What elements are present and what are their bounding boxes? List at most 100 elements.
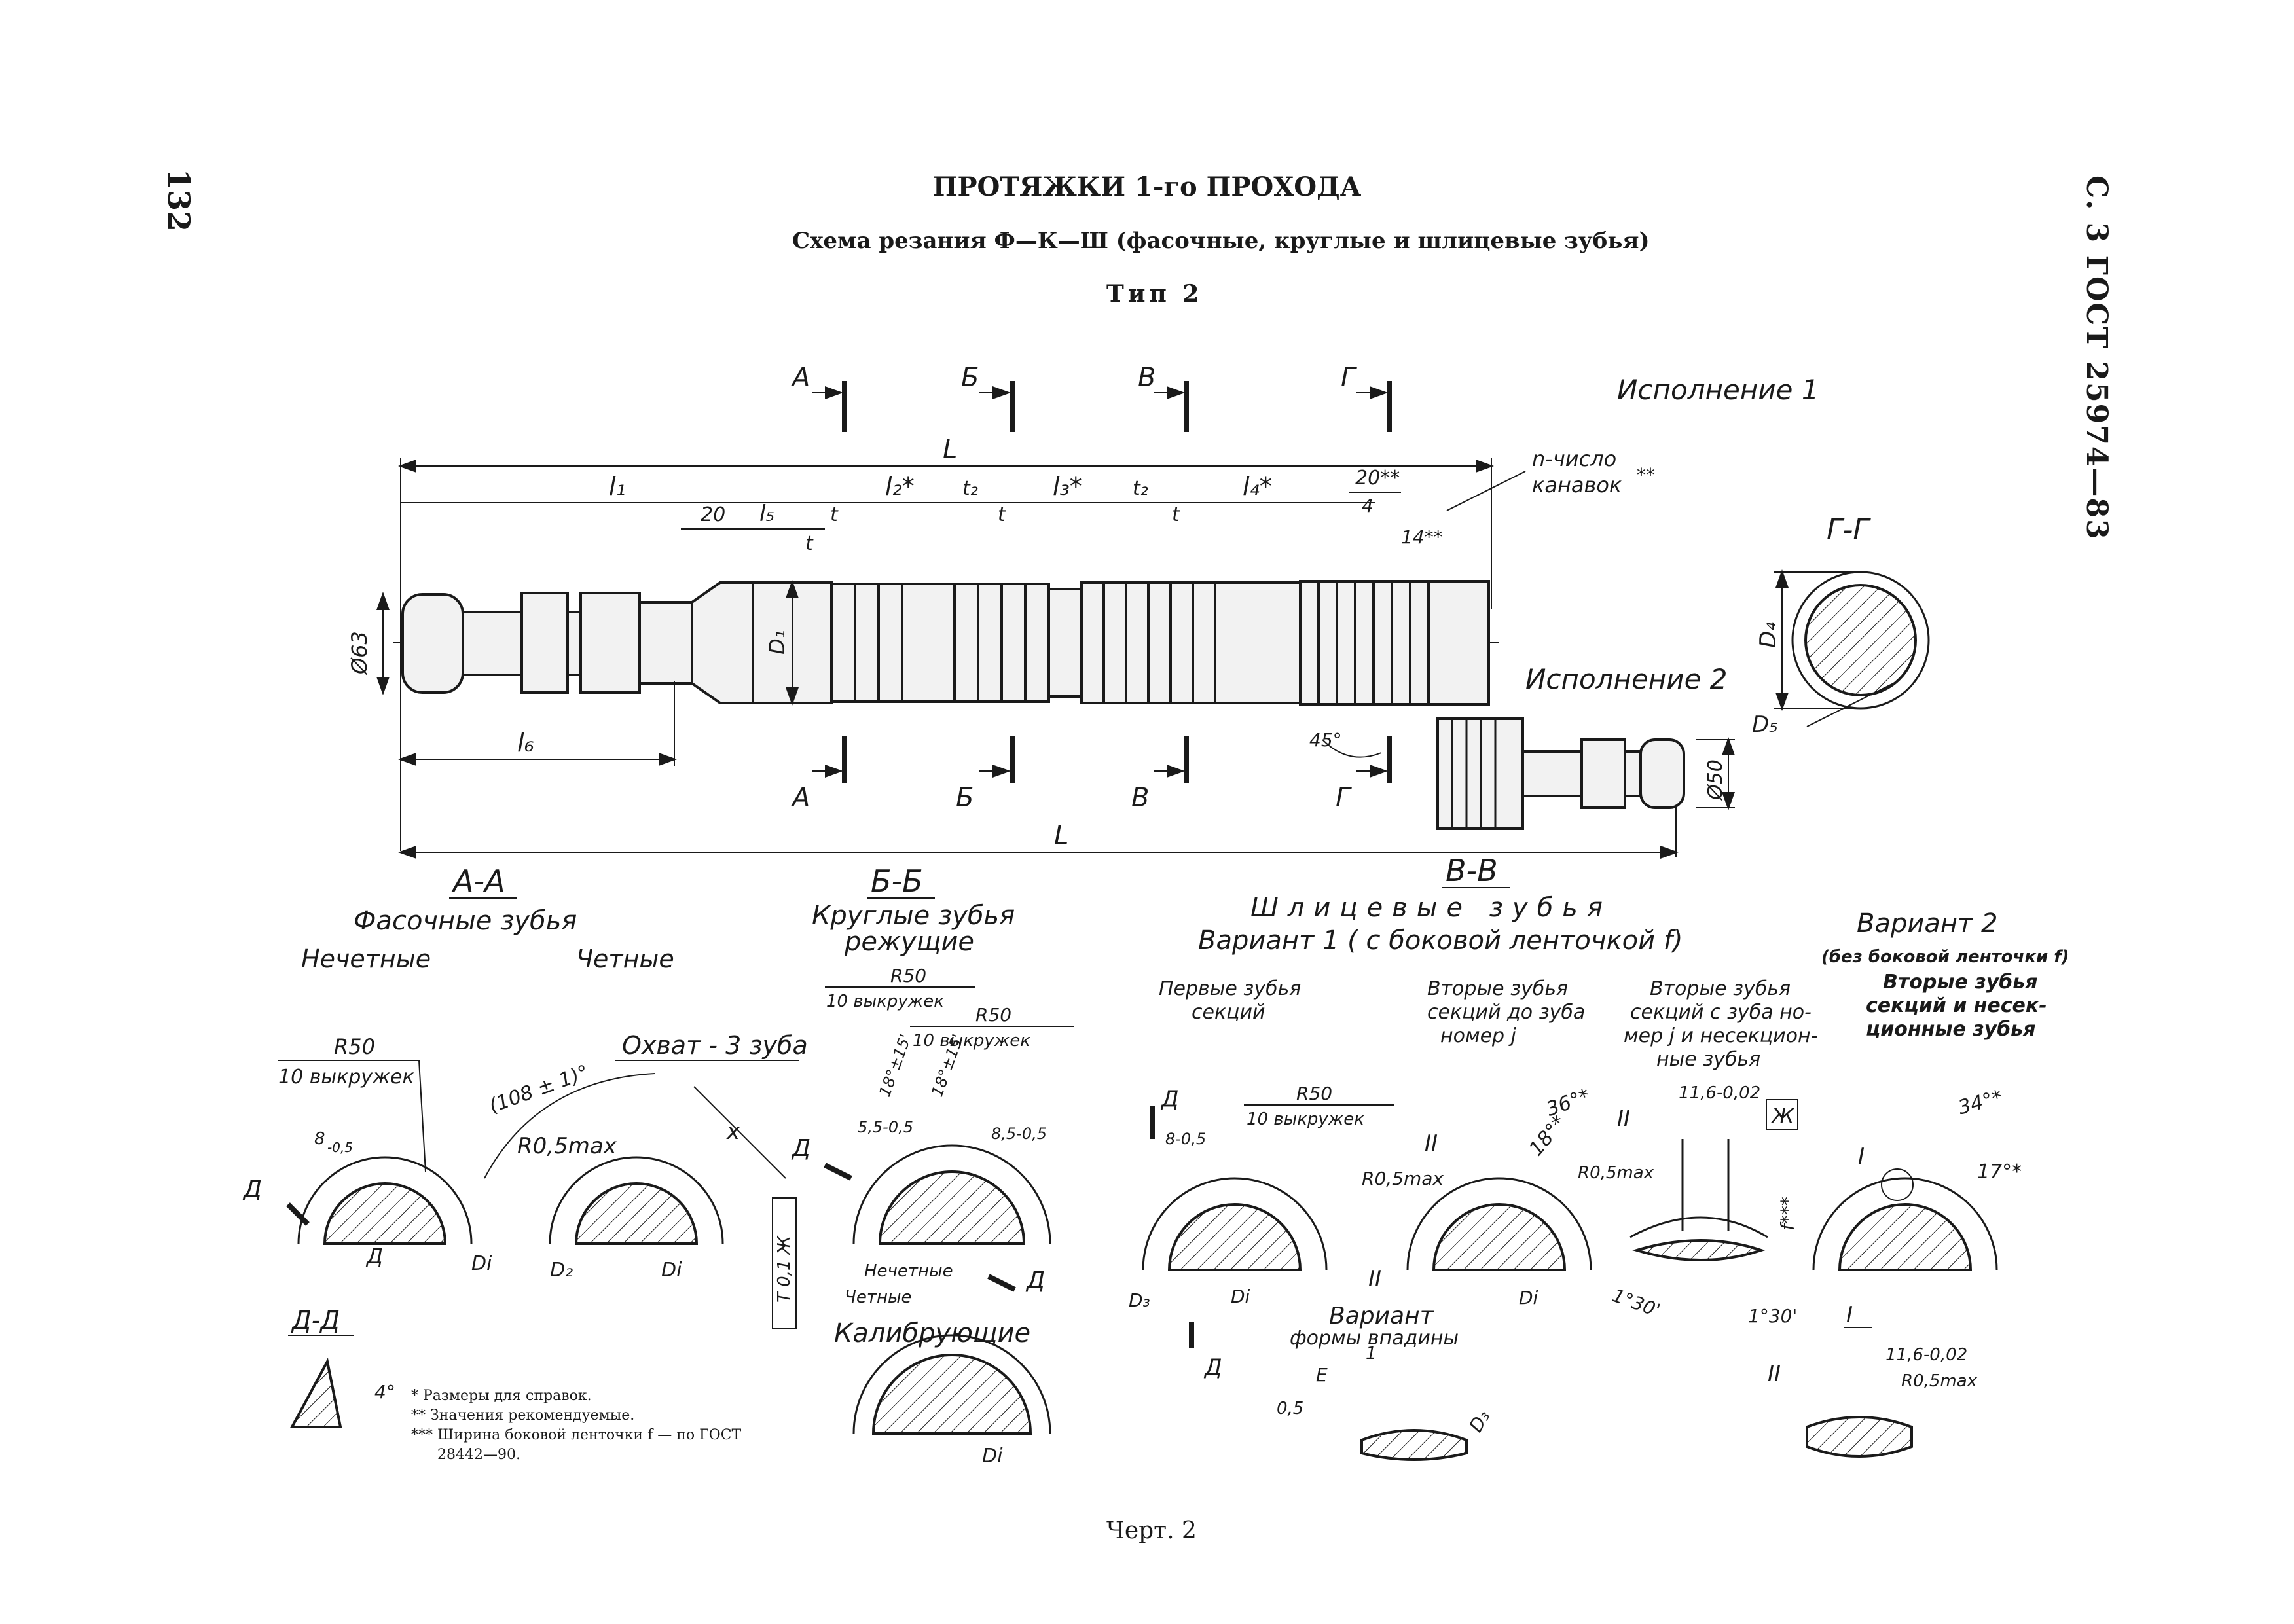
vv-col2-line1: Вторые зубья bbox=[1427, 977, 1568, 1000]
dim-45: 45° bbox=[1309, 729, 1342, 751]
vv-angle18: 18°* bbox=[1525, 1111, 1571, 1161]
dim-14: 14** bbox=[1401, 526, 1443, 548]
bb-even: Четные bbox=[845, 1288, 912, 1307]
aa-tolerance: Т 0,1 Ж bbox=[774, 1235, 794, 1303]
vv-dim05: 0,5 bbox=[1277, 1399, 1303, 1418]
grooves-note-star: ** bbox=[1637, 464, 1655, 486]
vv-D-bottom: Д bbox=[1203, 1354, 1222, 1380]
bb-angle-1: 18°±15' bbox=[875, 1032, 915, 1099]
shank-body bbox=[579, 592, 641, 694]
aa-r50-bottom: 10 выкружек bbox=[278, 1066, 414, 1089]
vv-dim116-b: 11,6-0,02 bbox=[1885, 1345, 1967, 1365]
section-AA-subtitle: Фасочные зубья bbox=[354, 906, 577, 936]
dd-profile bbox=[289, 1358, 342, 1428]
aa-r05: R0,5max bbox=[517, 1133, 617, 1159]
vv-II-a: II bbox=[1425, 1130, 1438, 1157]
vv-I-b: I bbox=[1846, 1302, 1853, 1328]
section-BB-label: Б-Б bbox=[871, 863, 923, 899]
vv-angle130-a: 1°30' bbox=[1609, 1284, 1663, 1322]
vv-dim-8: 8-0,5 bbox=[1165, 1130, 1206, 1148]
section-BB-subtitle-2: режущие bbox=[844, 927, 974, 957]
vv-col1-line1: Первые зубья bbox=[1159, 977, 1301, 1000]
vv-form-2: формы впадины bbox=[1290, 1327, 1459, 1350]
aa-cover: Охват - 3 зуба bbox=[622, 1031, 808, 1060]
odd-core bbox=[323, 1182, 447, 1245]
angle-45-arc bbox=[1322, 739, 1382, 758]
bb-r50b-bottom: 10 выкружек bbox=[913, 1031, 1030, 1051]
execution-2-view: Ø50 bbox=[1436, 717, 1735, 830]
dd-label: Д-Д bbox=[291, 1306, 340, 1335]
dim-50: Ø50 bbox=[1704, 759, 1727, 801]
dim-D1: D₁ bbox=[765, 630, 790, 655]
vv-I-a: I bbox=[1858, 1144, 1865, 1170]
bb-D-mark-2: Д bbox=[1025, 1267, 1045, 1294]
vv-detail-I-profile bbox=[1806, 1416, 1913, 1458]
round-teeth bbox=[1080, 581, 1302, 704]
odd-outer bbox=[297, 1156, 473, 1244]
grooves-note-line2: канавок bbox=[1532, 473, 1622, 497]
dim-l3: l₃* bbox=[1053, 472, 1082, 501]
vv-col3-line4: ные зубья bbox=[1656, 1048, 1760, 1071]
vv-angle130-b: 1°30' bbox=[1748, 1305, 1797, 1327]
aa-angle: (108 ± 1)° bbox=[486, 1061, 592, 1118]
vv-col4-line1: Вторые зубья bbox=[1883, 971, 2037, 994]
vv-second-core bbox=[1432, 1203, 1567, 1271]
section-VV-variant1: Вариант 1 ( с боковой ленточкой f) bbox=[1198, 926, 1683, 956]
shank-collar bbox=[520, 592, 569, 694]
vv-v2-outer bbox=[1812, 1177, 1998, 1271]
section-BB: Б-Б Круглые зубья режущие R50 10 выкруже… bbox=[791, 863, 1074, 1468]
vv-first-outer bbox=[1142, 1177, 1328, 1271]
vv-D3-b: D₃ bbox=[1465, 1407, 1494, 1436]
vv-third-outer bbox=[1629, 1216, 1768, 1238]
aa-Di: Di bbox=[471, 1252, 492, 1275]
page-subtitle: Схема резания Ф—К—Ш (фасочные, круглые и… bbox=[792, 228, 1650, 254]
note-1: * Размеры для справок. bbox=[411, 1388, 592, 1404]
bb-cal-outer bbox=[852, 1334, 1051, 1434]
dim-l6: l₆ bbox=[517, 729, 534, 757]
vv-D-top: Д bbox=[1160, 1086, 1179, 1112]
vv-II-d: II bbox=[1768, 1361, 1781, 1387]
dim-t2-b: t₂ bbox=[1133, 477, 1148, 500]
vv-E: E bbox=[1316, 1364, 1328, 1386]
mark-V-bottom: В bbox=[1131, 783, 1149, 813]
dim-D4: D₄ bbox=[1755, 622, 1781, 648]
even-core bbox=[574, 1182, 699, 1245]
aa-Di-2: Di bbox=[661, 1259, 682, 1282]
vv-Di: Di bbox=[1231, 1286, 1250, 1307]
spline-teeth bbox=[1299, 580, 1490, 706]
chamfer-teeth bbox=[830, 583, 1050, 703]
bb-D-mark-1: Д bbox=[791, 1135, 810, 1162]
vv-D3: D₃ bbox=[1129, 1290, 1150, 1311]
bb-core bbox=[878, 1170, 1026, 1245]
aa-D-inner: Д bbox=[365, 1244, 383, 1269]
bb-calibrating: Калибрующие bbox=[834, 1318, 1030, 1348]
dim-l1: l₁ bbox=[609, 472, 626, 501]
note-4: 28442—90. bbox=[437, 1447, 520, 1463]
aa-x: x bbox=[726, 1119, 740, 1145]
vv-first-core bbox=[1167, 1203, 1302, 1271]
bb-outer bbox=[852, 1144, 1051, 1244]
section-VV: В-В Шлицевые зубья Вариант 1 ( с боковой… bbox=[1129, 853, 2069, 1461]
dim-t2-a: t₂ bbox=[962, 477, 978, 500]
note-3: *** Ширина боковой ленточки f — по ГОСТ bbox=[411, 1427, 742, 1443]
dim-4: 4 bbox=[1362, 495, 1374, 516]
mark-A-bottom: А bbox=[790, 783, 810, 813]
dim-20b: 20** bbox=[1355, 467, 1400, 490]
vv-v2-detail-circle bbox=[1881, 1168, 1914, 1201]
dim-l2: l₂* bbox=[885, 472, 915, 501]
vv-r50-bottom: 10 выкружек bbox=[1247, 1110, 1364, 1129]
dim-L-bottom: L bbox=[1054, 821, 1068, 851]
dim-63: Ø63 bbox=[347, 631, 372, 676]
gap-round bbox=[1047, 588, 1083, 698]
dim-D5: D₅ bbox=[1752, 712, 1778, 738]
vv-zh: Ж bbox=[1770, 1104, 1795, 1128]
shank-neck bbox=[462, 611, 523, 676]
bb-Di: Di bbox=[982, 1445, 1003, 1468]
section-AA: А-А Фасочные зубья Нечетные Четные R50 1… bbox=[242, 863, 808, 1428]
section-VV-subtitle: Шлицевые зубья bbox=[1250, 893, 1612, 923]
vv-angle17: 17°* bbox=[1977, 1161, 2022, 1183]
dim-L-top: L bbox=[943, 435, 957, 465]
vv-form-1: Вариант bbox=[1329, 1303, 1434, 1329]
dim-20a: 20 bbox=[701, 503, 725, 526]
